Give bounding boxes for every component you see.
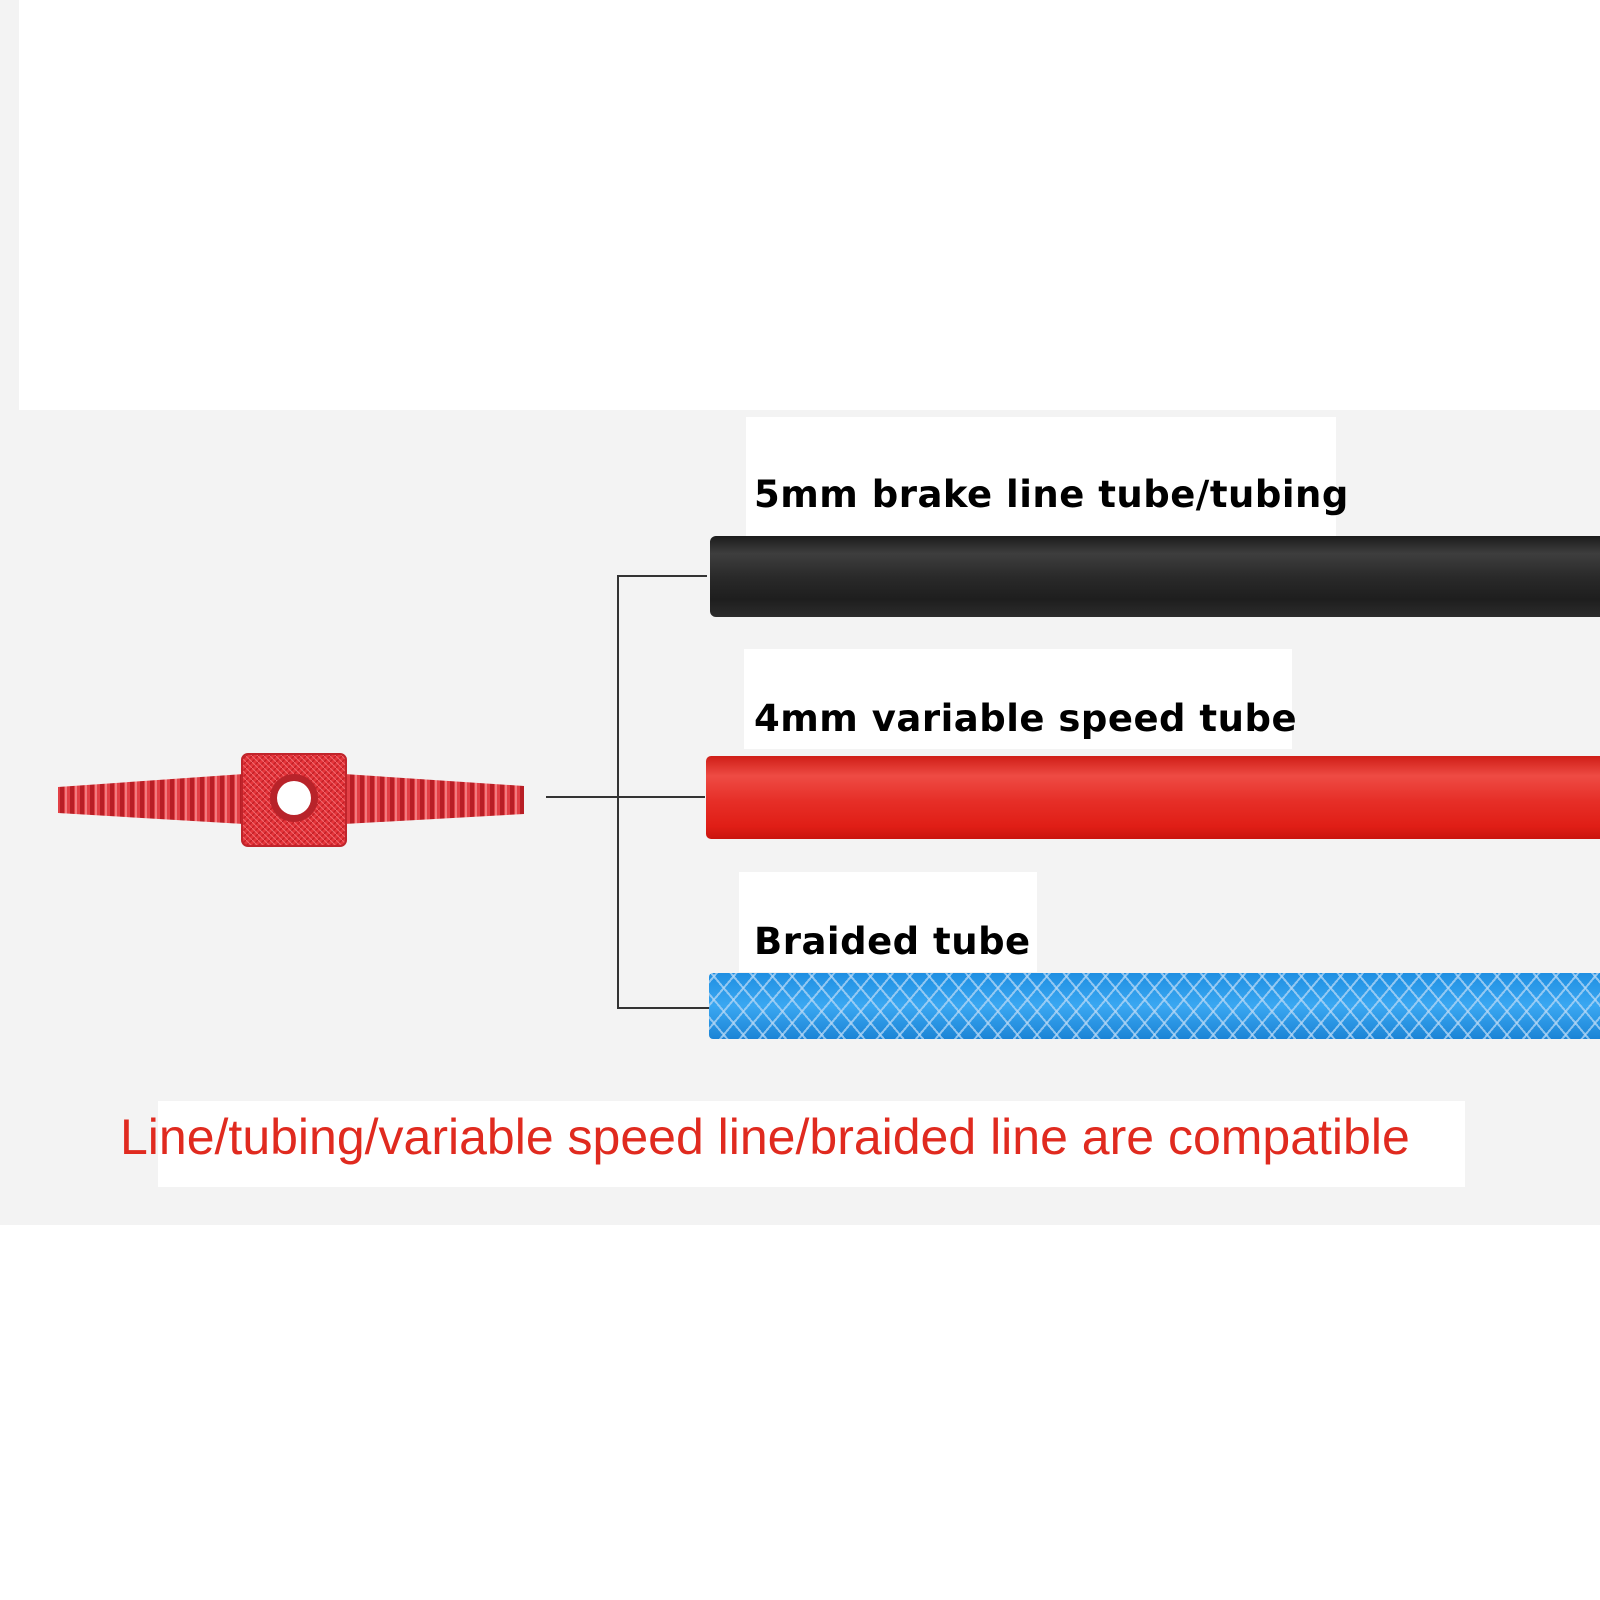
connector-branch-braided (617, 1007, 709, 1009)
compatibility-caption: Line/tubing/variable speed line/braided … (120, 1109, 1410, 1165)
cable-adjuster-icon (58, 753, 524, 847)
connector-branch-shift (617, 796, 705, 798)
shift-tube (706, 756, 1600, 839)
connector-horizontal-main (546, 796, 618, 798)
braided-tube (709, 973, 1600, 1039)
brake-tube (710, 536, 1600, 617)
shift-tube-label: 4mm variable speed tube (754, 697, 1298, 740)
brake-label-panel (746, 417, 1336, 536)
caption-panel (158, 1101, 1465, 1187)
connector-vertical (617, 575, 619, 1009)
shift-label-panel (744, 649, 1292, 749)
top-left-strip (0, 0, 19, 410)
brake-tube-label: 5mm brake line tube/tubing (754, 473, 1349, 516)
braided-label-panel (739, 872, 1037, 972)
connector-branch-brake (617, 575, 707, 577)
braided-tube-label: Braided tube (754, 920, 1031, 963)
